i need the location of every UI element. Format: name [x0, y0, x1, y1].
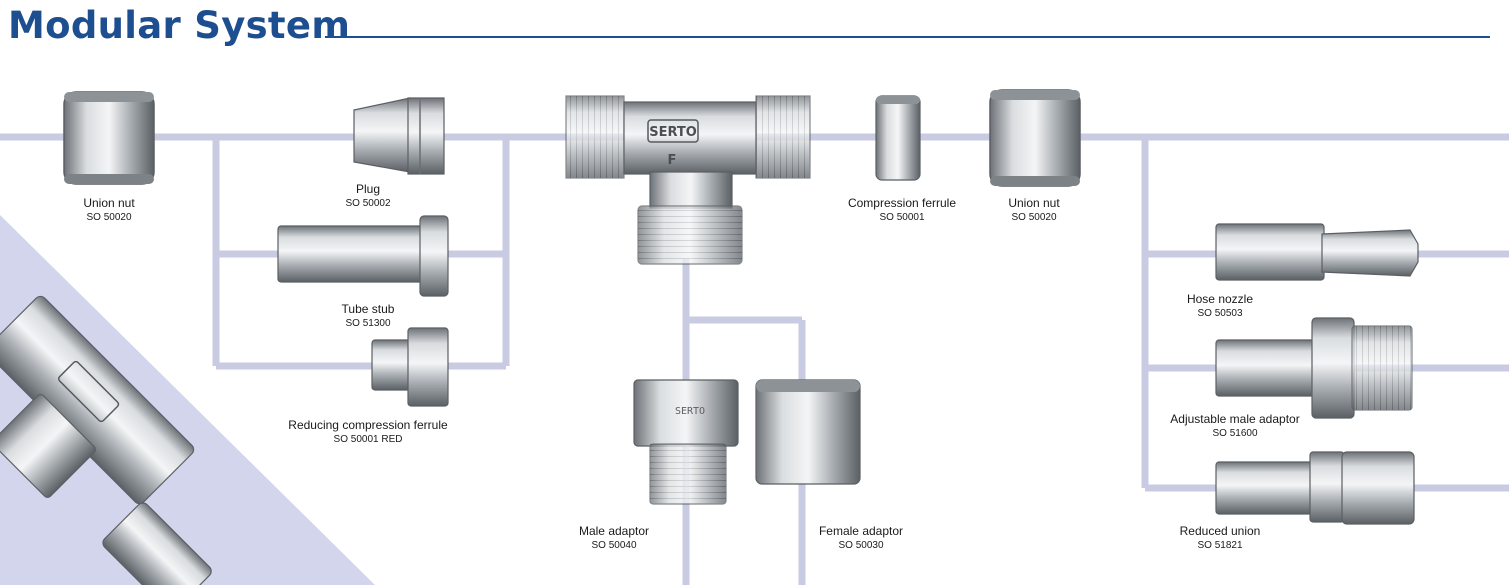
union-nut-right-image: [989, 89, 1081, 187]
title-rule: [325, 36, 1490, 38]
component-code: SO 50040: [591, 540, 637, 551]
component-name: Compression ferrule: [847, 196, 957, 210]
corner-tee-image: [0, 295, 195, 505]
reduced-union-image: [1215, 451, 1415, 525]
component-code: SO 50503: [1197, 308, 1243, 319]
tee-fitting-image: SERTO F: [565, 95, 811, 265]
compression-ferrule-image: [875, 95, 921, 181]
component-code: SO 50001 RED: [333, 434, 403, 445]
component-code: SO 50020: [1011, 212, 1057, 223]
label-hose-nozzle: Hose nozzle SO 50503: [1170, 292, 1270, 321]
label-union-nut-right: Union nut SO 50020: [994, 196, 1074, 225]
label-reduced-union: Reduced union SO 51821: [1170, 524, 1270, 553]
component-code: SO 50030: [838, 540, 884, 551]
label-reducing-compression-ferrule: Reducing compression ferrule SO 50001 RE…: [263, 418, 473, 447]
component-name: Plug: [355, 182, 381, 196]
component-name: Male adaptor: [578, 524, 650, 538]
hose-nozzle-image: [1215, 223, 1419, 281]
page-title: Modular System: [8, 4, 351, 47]
male-adaptor-image: SERTO: [633, 379, 739, 505]
label-adjustable-male-adaptor: Adjustable male adaptor SO 51600: [1150, 412, 1320, 441]
component-code: SO 50001: [879, 212, 925, 223]
plug-image: [353, 97, 445, 175]
component-code: SO 51821: [1197, 540, 1243, 551]
label-plug: Plug SO 50002: [318, 182, 418, 211]
female-adaptor-image: [755, 379, 861, 485]
component-name: Adjustable male adaptor: [1170, 412, 1300, 426]
label-tube-stub: Tube stub SO 51300: [318, 302, 418, 331]
component-name: Union nut: [83, 196, 135, 210]
tee-letter-marking: F: [668, 153, 677, 168]
component-code: SO 51600: [1212, 428, 1258, 439]
component-code: SO 51300: [345, 318, 391, 329]
tube-stub-image: [277, 215, 449, 297]
component-code: SO 50020: [86, 212, 132, 223]
adjustable-male-adaptor-image: [1215, 317, 1413, 419]
label-male-adaptor: Male adaptor SO 50040: [564, 524, 664, 553]
label-union-nut-left: Union nut SO 50020: [59, 196, 159, 225]
tee-brand-marking: SERTO: [649, 125, 697, 140]
male-adaptor-marking: SERTO: [675, 406, 705, 417]
component-name: Hose nozzle: [1186, 292, 1254, 306]
corner-ferrule-image: [102, 502, 212, 585]
component-name: Reduced union: [1179, 524, 1261, 538]
union-nut-left-image: [63, 91, 155, 185]
component-code: SO 50002: [345, 198, 391, 209]
component-name: Reducing compression ferrule: [288, 418, 448, 432]
component-name: Female adaptor: [818, 524, 904, 538]
label-female-adaptor: Female adaptor SO 50030: [806, 524, 916, 553]
reducing-compression-ferrule-image: [371, 327, 449, 407]
component-name: Tube stub: [341, 302, 395, 316]
component-name: Union nut: [1008, 196, 1060, 210]
corner-panel: [0, 215, 375, 585]
label-compression-ferrule: Compression ferrule SO 50001: [832, 196, 972, 225]
